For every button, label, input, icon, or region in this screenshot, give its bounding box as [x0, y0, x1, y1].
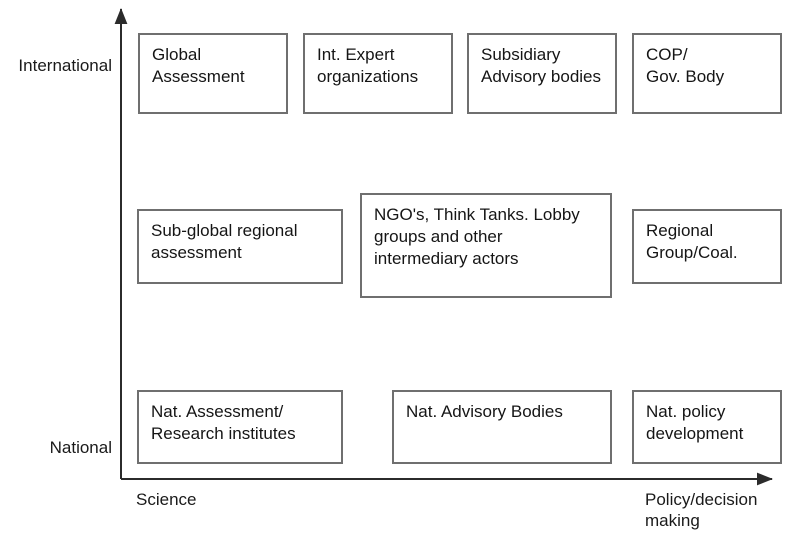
node-nat-policy-development[interactable]: Nat. policy development	[632, 390, 782, 464]
node-subsidiary-advisory-bodies[interactable]: Subsidiary Advisory bodies	[467, 33, 617, 114]
node-ngos-think-tanks[interactable]: NGO's, Think Tanks. Lobby groups and oth…	[360, 193, 612, 298]
x-axis-left-label: Science	[136, 490, 197, 509]
node-int-expert-organizations[interactable]: Int. Expert organizations	[303, 33, 453, 114]
node-nat-assessment-research-institutes[interactable]: Nat. Assessment/ Research institutes	[137, 390, 343, 464]
node-regional-group-coalition[interactable]: Regional Group/Coal.	[632, 209, 782, 284]
y-axis-top-label: International	[18, 56, 112, 75]
y-axis-bottom-label: National	[49, 438, 112, 457]
node-nat-advisory-bodies[interactable]: Nat. Advisory Bodies	[392, 390, 612, 464]
node-cop-gov-body[interactable]: COP/ Gov. Body	[632, 33, 782, 114]
node-global-assessment[interactable]: Global Assessment	[138, 33, 288, 114]
node-sub-global-regional-assessment[interactable]: Sub-global regional assessment	[137, 209, 343, 284]
x-axis-right-label: Policy/decision making	[645, 490, 758, 530]
